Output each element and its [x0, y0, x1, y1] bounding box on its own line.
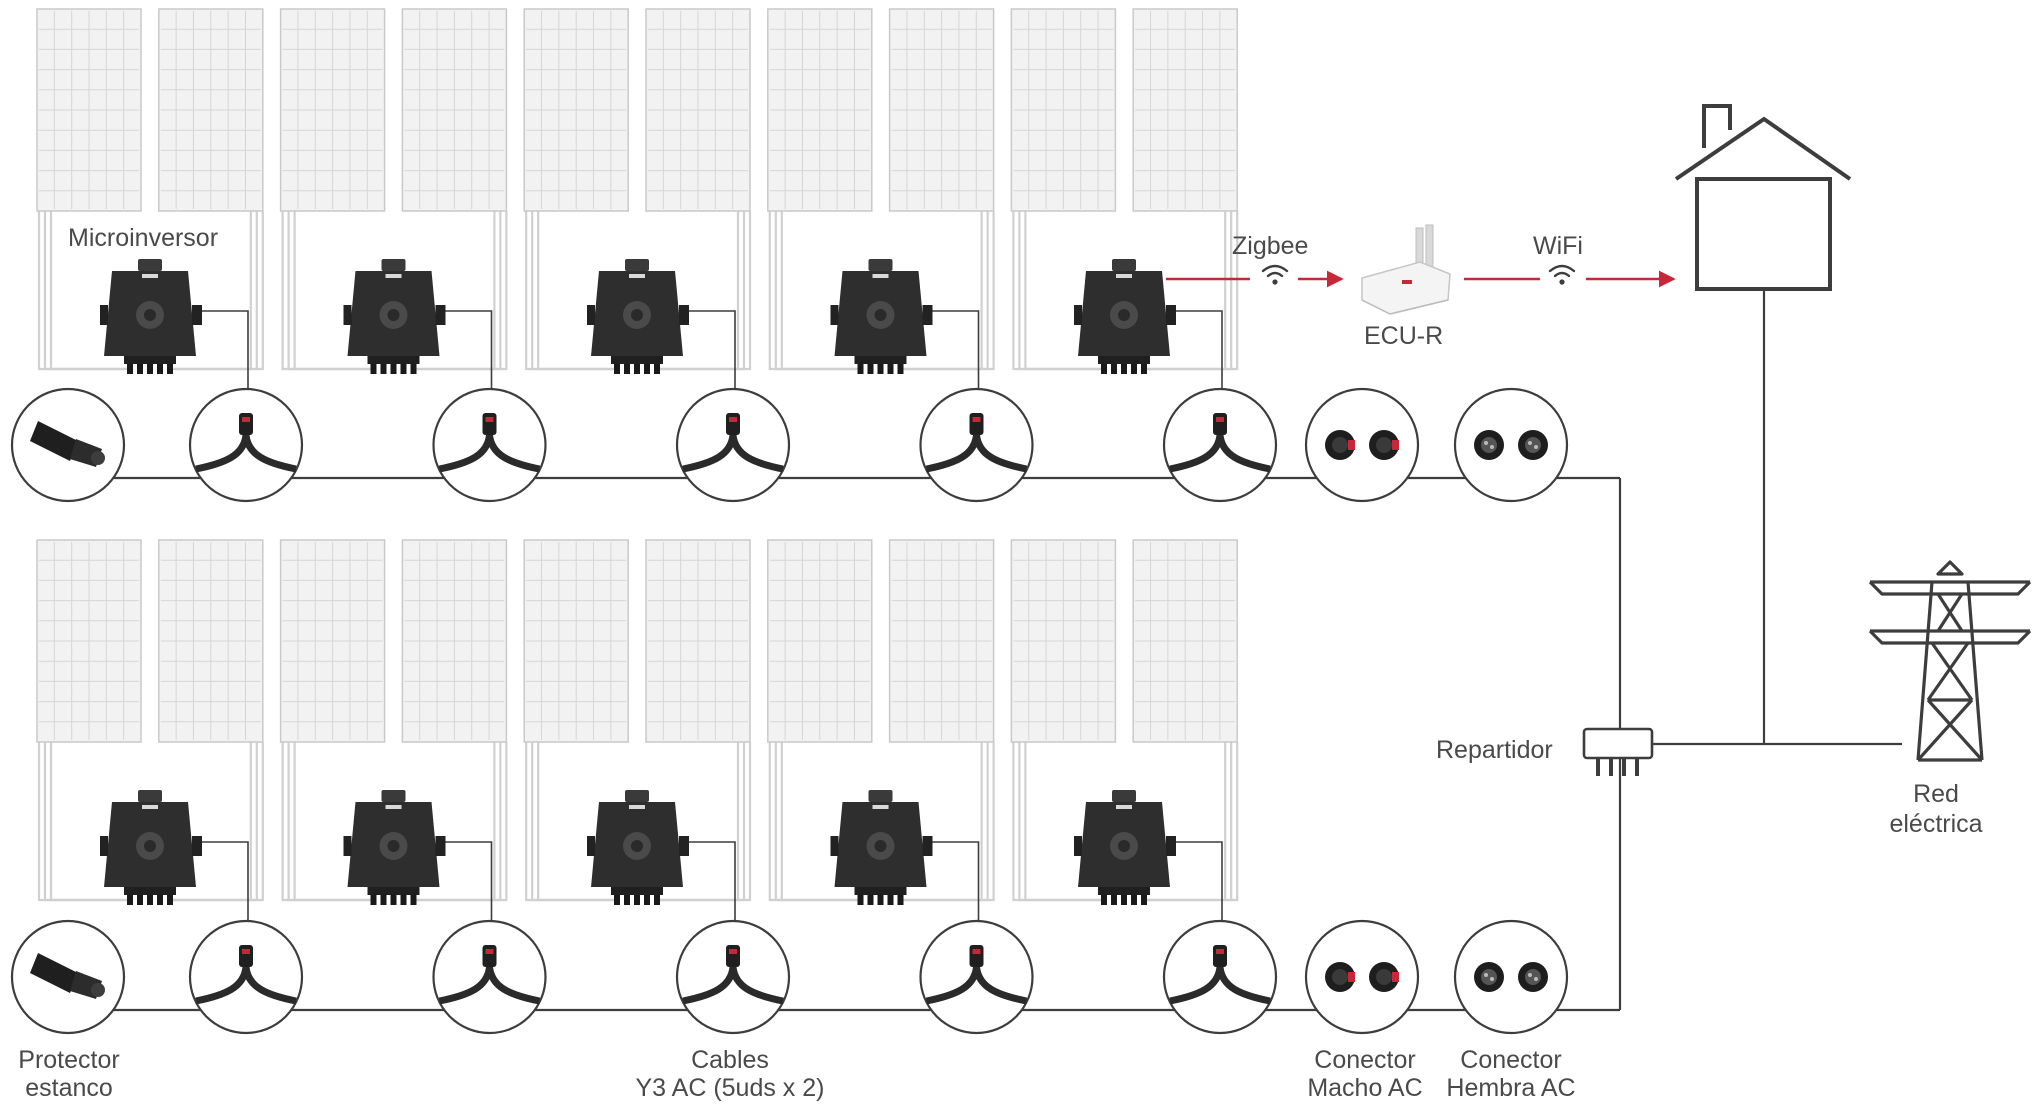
solar-panel: [1132, 8, 1238, 212]
microinverter-label: Microinversor: [68, 224, 219, 252]
wifi-label: WiFi: [1533, 232, 1583, 260]
grid-label-line2: eléctrica: [1889, 810, 1983, 838]
solar-panel: [767, 8, 873, 212]
dc-cable-pair: [281, 742, 508, 902]
ecu-label: ECU-R: [1364, 322, 1444, 350]
solar-panel: [645, 539, 751, 743]
splitter-label: Repartidor: [1436, 736, 1553, 764]
dc-cable-pair: [281, 211, 508, 371]
house-icon: [1674, 104, 1852, 291]
dc-cable-pair: [1012, 211, 1239, 371]
solar-panel: [645, 8, 751, 212]
cables-label-line2: Y3 AC (5uds x 2): [635, 1074, 825, 1102]
ac-male-connector-circle: [1304, 919, 1420, 1035]
solar-panel: [36, 539, 142, 743]
solar-panel: [888, 8, 995, 212]
microinverter: [830, 259, 933, 374]
ac-female-connector-circle: [1453, 387, 1569, 503]
solar-panel: [523, 539, 629, 743]
ac-lead: [200, 841, 249, 921]
splitter-icon: [1582, 727, 1654, 776]
dc-cable-pair: [1012, 742, 1239, 902]
y3-ac-cable-circle: [1162, 387, 1278, 503]
protector-label-line2: estanco: [25, 1074, 113, 1102]
y3-ac-cable-circle: [188, 387, 304, 503]
solar-panel: [401, 8, 508, 212]
microinverter: [343, 790, 446, 905]
y3-ac-cable-circle: [1162, 919, 1278, 1035]
solar-panel: [1010, 539, 1117, 743]
male-connector-label-line1: Conector: [1314, 1046, 1416, 1074]
dc-cable-pair: [37, 742, 264, 902]
microinverter: [100, 259, 202, 374]
male-connector-label-line2: Macho AC: [1307, 1074, 1423, 1102]
ac-lead: [443, 310, 493, 389]
solar-panel: [401, 539, 508, 743]
microinverter: [587, 790, 689, 905]
y3-ac-cable-circle: [919, 387, 1034, 503]
solar-panel: [36, 8, 142, 212]
y3-ac-cable-circle: [919, 919, 1034, 1035]
ac-lead: [1174, 310, 1223, 389]
female-connector-label-line1: Conector: [1460, 1046, 1562, 1074]
power-pylon-icon: [1868, 560, 2032, 762]
solar-panel: [767, 539, 873, 743]
solar-panel: [523, 8, 629, 212]
solar-panel: [279, 8, 386, 212]
dc-cable-pair: [525, 211, 752, 371]
cables-label-line1: Cables: [691, 1046, 769, 1074]
solar-panel: [888, 539, 995, 743]
y3-ac-cable-circle: [188, 919, 304, 1035]
grid-label-line1: Red: [1913, 780, 1959, 808]
solar-panel: [1132, 539, 1238, 743]
ac-lead: [443, 841, 493, 921]
solar-panel: [158, 539, 264, 743]
wifi-signal-icon: [1548, 264, 1576, 285]
microinverter: [100, 790, 202, 905]
ac-lead: [930, 310, 980, 389]
protector-label-line1: Protector: [18, 1046, 120, 1074]
microinverter: [343, 259, 446, 374]
dc-cable-pair: [768, 742, 995, 902]
y3-ac-cable-circle: [432, 387, 547, 503]
ac-lead: [687, 310, 736, 389]
waterproof-protector-circle: [10, 387, 126, 503]
y3-ac-cable-circle: [675, 919, 791, 1035]
dc-cable-pair: [768, 211, 995, 371]
y3-ac-cable-circle: [675, 387, 791, 503]
microinverter: [830, 790, 933, 905]
waterproof-protector-circle: [10, 919, 126, 1035]
dc-cable-pair: [37, 211, 264, 371]
y3-ac-cable-circle: [432, 919, 547, 1035]
microinverter: [587, 259, 689, 374]
ecu-router-icon: [1361, 224, 1451, 315]
microinverter: [1074, 790, 1176, 905]
dc-cable-pair: [525, 742, 752, 902]
solar-panel: [1010, 8, 1117, 212]
ac-lead: [1174, 841, 1223, 921]
ac-female-connector-circle: [1453, 919, 1569, 1035]
wifi-signal-icon: [1261, 264, 1289, 285]
microinverter: [1074, 259, 1176, 374]
zigbee-label: Zigbee: [1232, 232, 1309, 260]
ac-lead: [687, 841, 736, 921]
ac-lead: [200, 310, 249, 389]
ac-lead: [930, 841, 980, 921]
female-connector-label-line2: Hembra AC: [1446, 1074, 1576, 1102]
solar-panel: [279, 539, 386, 743]
ac-male-connector-circle: [1304, 387, 1420, 503]
solar-panel: [158, 8, 264, 212]
